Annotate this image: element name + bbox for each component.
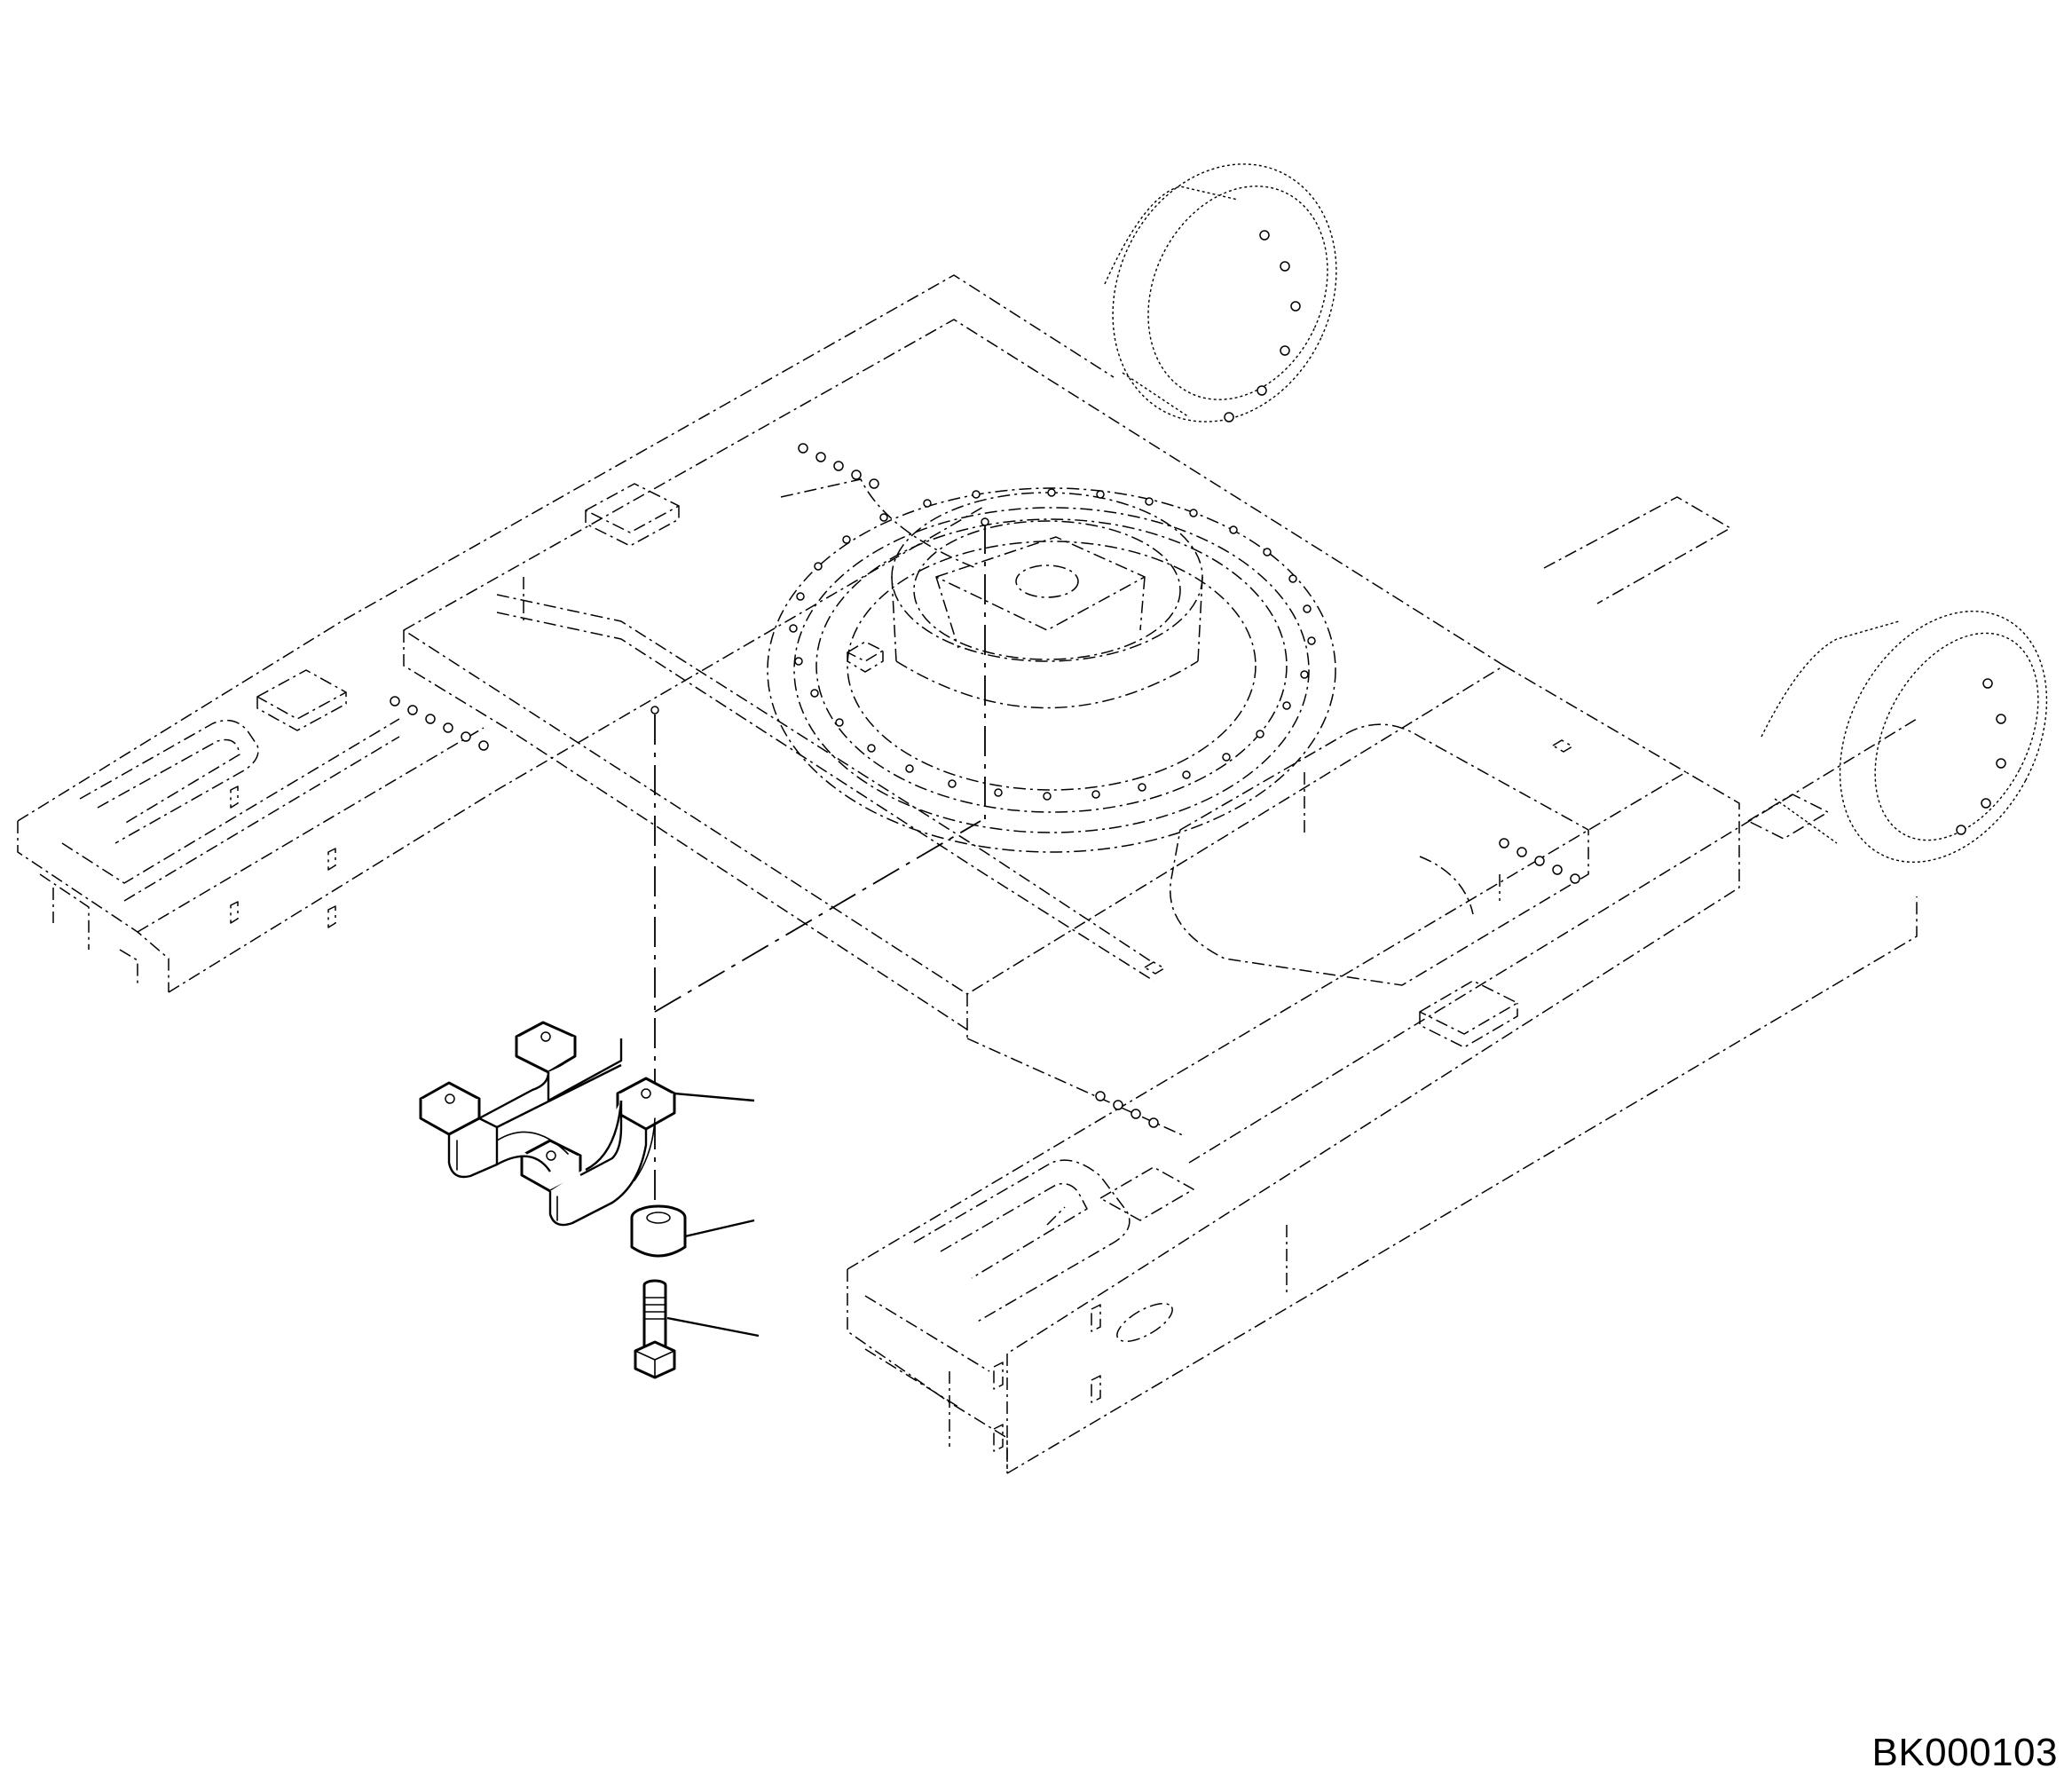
bolt [634, 1279, 676, 1379]
swing-circle-mount [767, 487, 1336, 853]
callout-leader-bolt [666, 1316, 760, 1338]
frame-bolt-holes [390, 443, 1580, 1128]
track-guard [419, 1021, 676, 1227]
callout-leader-track-guard [674, 1092, 755, 1102]
track-frame [17, 163, 2048, 1474]
callout-leaders [666, 1092, 760, 1338]
spacer [630, 1204, 687, 1258]
swing-circle-bolts [789, 488, 1316, 801]
callout-leader-spacer [684, 1219, 755, 1238]
left-drive-ring [1104, 163, 1337, 422]
right-drive-ring [1761, 610, 2048, 864]
drawing-number: BK000103 [1871, 1731, 2058, 1774]
assembly-centerlines [650, 517, 989, 1216]
